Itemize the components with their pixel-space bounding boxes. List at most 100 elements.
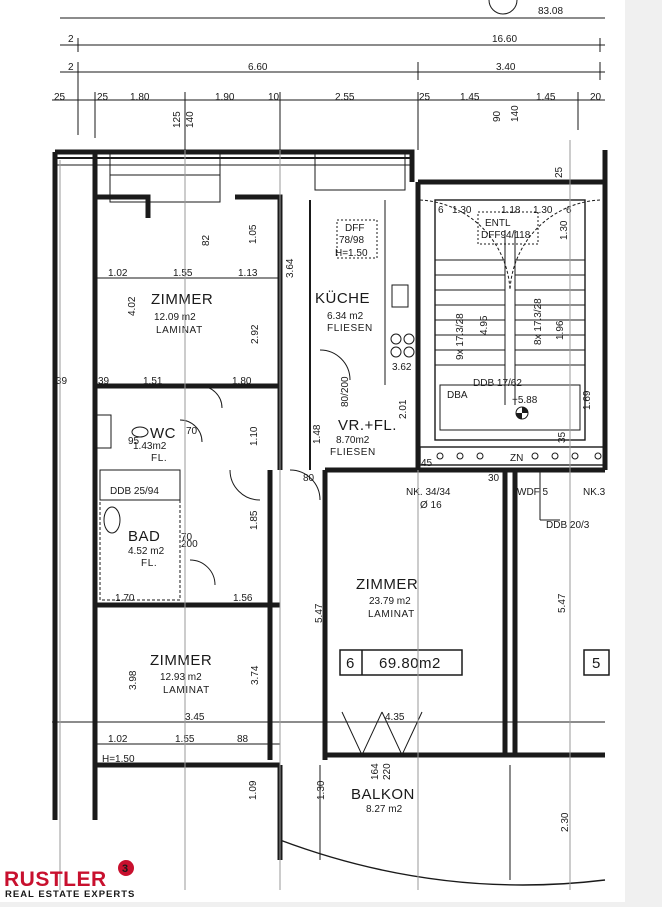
dimension-label: 3.45	[185, 712, 205, 723]
ddb-25-94: DDB 25/94	[110, 486, 159, 497]
stair-dim-130: 1.30	[559, 220, 570, 240]
dim-row2-a: 6.60	[248, 62, 268, 73]
dimension-label: 3	[122, 863, 128, 875]
top-windows	[109, 149, 406, 203]
shaft-row: ZN NK. 34/34 Ø 16 WDF 5 NK.3 DDB 20/3	[406, 446, 606, 531]
bad-floor: FL.	[141, 558, 157, 569]
stair-dim-1-30b: 1.30	[533, 205, 553, 216]
dimension-label: 5.47	[314, 603, 325, 623]
dim-row2-b: 3.40	[496, 62, 516, 73]
dim-vert-125: 125	[172, 111, 183, 128]
dim-vert-140b: 140	[510, 105, 521, 122]
dim-r3-0: 25	[54, 92, 66, 103]
wdf-label: WDF 5	[517, 487, 549, 498]
dim-vert-140: 140	[185, 111, 196, 128]
dim-r3-9: 20	[590, 92, 602, 103]
dimension-label: 82	[201, 234, 212, 246]
wc-floor: FL.	[151, 453, 167, 464]
dimension-label: 70	[181, 532, 193, 543]
level-mark: +5.88	[512, 395, 538, 406]
kueche-area: 6.34 m2	[327, 311, 364, 322]
dim-r3-5: 2.55	[335, 92, 355, 103]
interior-dimensions: 1.02 1.55 1.13 4.02 2.92 3.64 82 1.05 39…	[52, 224, 605, 832]
dimension-label: 1.10	[249, 426, 260, 446]
dim-362: 3.62	[392, 362, 412, 373]
dimension-label: 1.09	[248, 780, 259, 800]
dim-r3-4: 10	[268, 92, 280, 103]
room-vr-fl: VR.+FL. 8.70m2 FLIESEN	[330, 417, 397, 458]
stairwell: ENTL DFF94/118 1.30 1.18 1.30 6 6 9x 17.…	[419, 199, 601, 443]
dimension-label: 1.51	[143, 376, 163, 387]
dimension-label: 3.64	[285, 258, 296, 278]
bathroom-fixtures: DDB 25/94	[96, 414, 181, 601]
dimension-label: 1.70	[115, 593, 135, 604]
north-arrow-fragment	[488, 0, 518, 15]
room-wc: WC 1.43m2 FL.	[133, 425, 176, 464]
dim-r3-7: 1.45	[460, 92, 480, 103]
stair-dim-35: 35	[557, 431, 568, 443]
dba-label: DBA	[447, 390, 468, 401]
balkon-name: BALKON	[351, 786, 415, 803]
nk-dia: Ø 16	[420, 500, 442, 511]
dimension-label: 220	[382, 763, 393, 780]
dimension-label: 88	[237, 734, 249, 745]
room-kueche: KÜCHE 6.34 m2 FLIESEN	[315, 289, 373, 334]
ddb-20-3: DDB 20/3	[546, 520, 590, 531]
entl-label: ENTL	[485, 218, 511, 229]
zn-label: ZN	[510, 453, 523, 464]
vr-area: 8.70m2	[336, 435, 370, 446]
dimension-label: 80	[303, 473, 315, 484]
dim-row1-total: 16.60	[492, 34, 517, 45]
zimmer1-floor: LAMINAT	[156, 325, 203, 336]
room-zimmer-3: ZIMMER 12.93 m2 LAMINAT	[150, 652, 212, 696]
wc-name: WC	[150, 425, 176, 442]
zimmer2-floor: LAMINAT	[368, 609, 415, 620]
dimension-label: 2.92	[250, 324, 261, 344]
dimension-label: 3.74	[250, 665, 261, 685]
dimension-label: 1.80	[232, 376, 252, 387]
dimension-label: 4.02	[127, 296, 138, 316]
stair-dim-1-18: 1.18	[501, 205, 521, 216]
room-balkon: BALKON 8.27 m2	[351, 786, 415, 815]
stair-label-right: 8x 17.3/28	[533, 298, 544, 345]
zimmer2-name: ZIMMER	[356, 576, 418, 593]
brand-sub: REAL ESTATE EXPERTS	[5, 889, 135, 900]
dimension-label: 39	[56, 376, 68, 387]
dim-r3-2: 1.80	[130, 92, 150, 103]
dimension-chain-1: 2 16.60	[60, 34, 605, 52]
unit-number: 6	[346, 655, 355, 672]
dimension-label: 80/200	[340, 376, 351, 407]
bad-area: 4.52 m2	[128, 546, 165, 557]
bad-name: BAD	[128, 528, 160, 545]
dimension-label: 1.02	[108, 268, 128, 279]
dim-r3-6: 25	[419, 92, 431, 103]
dimension-label: 1.05	[248, 224, 259, 244]
page-margin	[625, 0, 662, 902]
dff-size: 78/98	[339, 235, 364, 246]
dim-vert-25: 25	[554, 166, 565, 178]
nk-3-label: NK.3	[583, 487, 606, 498]
dim-r3-8: 1.45	[536, 92, 556, 103]
exterior-walls	[52, 149, 608, 820]
stair-dim-196: 1.96	[555, 320, 566, 340]
kueche-floor: FLIESEN	[327, 323, 373, 334]
room-zimmer-1: ZIMMER 12.09 m2 LAMINAT	[151, 291, 213, 336]
vr-floor: FLIESEN	[330, 447, 376, 458]
wc-area: 1.43m2	[133, 441, 167, 452]
dimension-label: 164	[370, 763, 381, 780]
room-bad: BAD 4.52 m2 FL.	[128, 528, 165, 569]
dimension-label: 3.98	[128, 670, 139, 690]
vr-name: VR.+FL.	[338, 417, 397, 434]
dim-vert-90: 90	[492, 110, 503, 122]
stair-dim-495: 4.95	[479, 315, 490, 335]
dimension-label: 70	[186, 426, 198, 437]
dimension-label: 39	[98, 376, 110, 387]
dff-label: DFF	[345, 223, 364, 234]
stair-treads-right	[515, 259, 585, 366]
dimension-label: 4.35	[385, 712, 405, 723]
zimmer3-name: ZIMMER	[150, 652, 212, 669]
dim-row1-left: 2	[68, 34, 74, 45]
balkon-area: 8.27 m2	[366, 804, 403, 815]
kitchen-fixtures: DFF 78/98 H=1.50 3.62	[335, 200, 415, 385]
